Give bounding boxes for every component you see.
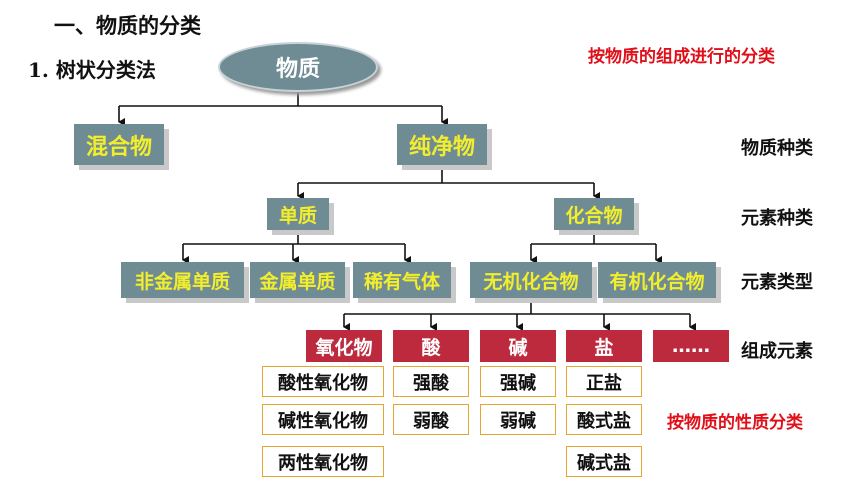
label-element-kind: 元素种类 [741,208,813,229]
node-acid: 酸 [393,330,469,362]
node-elemental-substance: 单质 [267,198,329,230]
node-acid-salt: 酸式盐 [566,404,642,435]
node-mixture: 混合物 [74,124,164,165]
label-composition: 组成元素 [741,341,813,362]
node-metal-element: 金属单质 [250,262,345,298]
note-property: 按物质的性质分类 [667,413,803,433]
node-organic-compound: 有机化合物 [598,262,716,298]
node-base: 碱 [480,330,556,362]
label-substance-kind: 物质种类 [741,138,813,159]
label-element-type: 元素类型 [741,272,813,293]
node-substance: 物质 [218,42,378,92]
note-composition: 按物质的组成进行的分类 [588,47,775,67]
node-pure-substance: 纯净物 [397,124,487,165]
node-basic-oxide: 碱性氧化物 [262,404,384,435]
node-compound: 化合物 [554,198,634,230]
node-salt: 盐 [566,330,642,362]
node-inorganic-compound: 无机化合物 [470,262,592,298]
node-normal-salt: 正盐 [566,366,642,397]
section-title: 一、物质的分类 [54,14,201,38]
node-strong-acid: 强酸 [393,366,469,397]
node-weak-base: 弱碱 [480,404,556,435]
node-basic-salt: 碱式盐 [566,446,642,477]
node-weak-acid: 弱酸 [393,404,469,435]
node-oxide: 氧化物 [306,330,382,362]
node-amphoteric-oxide: 两性氧化物 [262,446,384,477]
node-others: …… [653,330,729,362]
node-acidic-oxide: 酸性氧化物 [262,366,384,397]
node-strong-base: 强碱 [480,366,556,397]
method-title: 1. 树状分类法 [28,58,156,82]
node-noble-gas: 稀有气体 [353,262,451,298]
node-nonmetal-element: 非金属单质 [121,262,244,298]
